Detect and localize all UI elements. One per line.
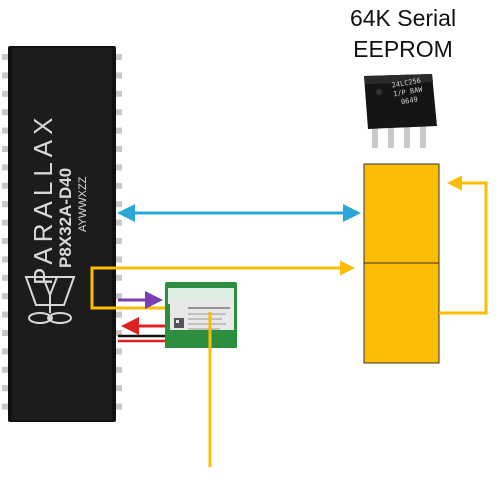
eeprom-block-upper (364, 164, 439, 263)
eeprom-pin (404, 126, 410, 148)
eeprom-title-line1: 64K Serial (318, 3, 488, 34)
mcu-brand-label: PARALLAX (28, 113, 59, 285)
mcu-part-number: P8X32A-D40 (56, 168, 76, 268)
eeprom-title-line2: EEPROM (318, 34, 488, 65)
eeprom-pin (372, 126, 378, 148)
eeprom-pin (388, 126, 394, 148)
eeprom-title: 64K Serial EEPROM (318, 3, 488, 65)
eeprom-pin (420, 126, 426, 148)
wifi-module (165, 282, 237, 348)
eeprom-pins (372, 126, 426, 148)
eeprom-block-lower (364, 263, 439, 363)
mcu-lot-code: AYWWXZZ (77, 177, 89, 232)
loop-arrow-yellow (439, 183, 486, 313)
eeprom-block (364, 164, 439, 363)
